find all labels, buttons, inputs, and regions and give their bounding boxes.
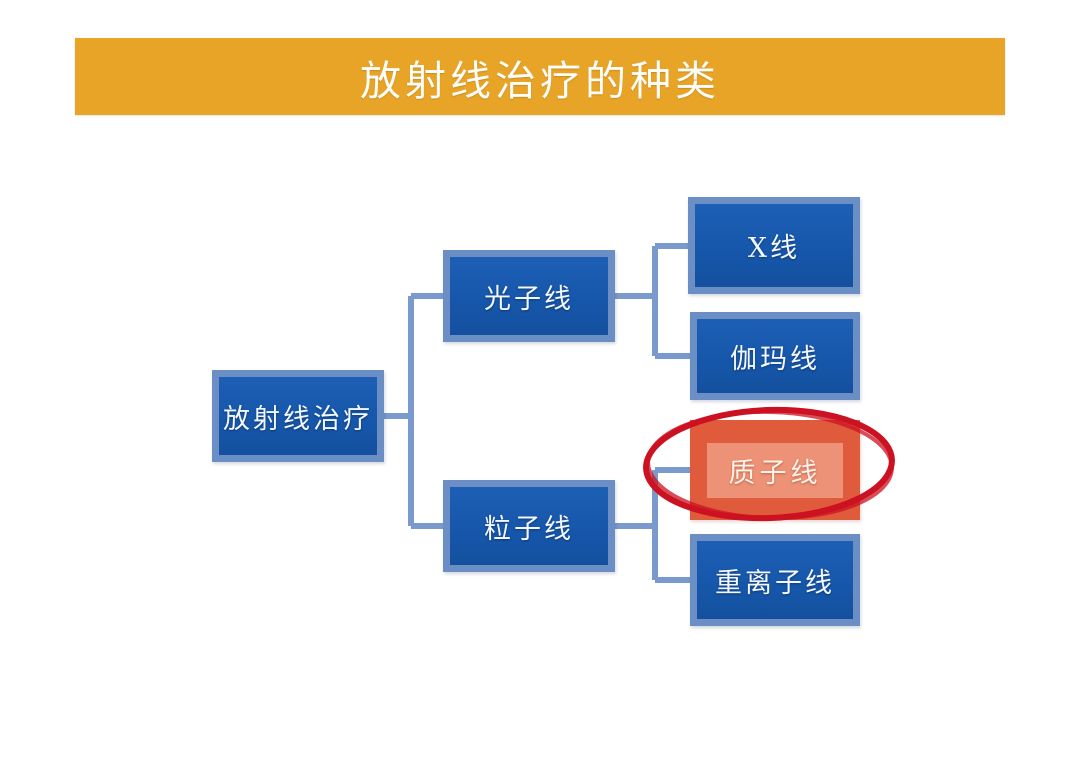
node-root-radiotherapy[interactable]: 放射线治疗 — [212, 370, 384, 462]
node-label: 光子线 — [484, 283, 574, 315]
node-proton-beam[interactable]: 质子线 — [690, 420, 860, 520]
node-gamma-ray[interactable]: 伽玛线 — [690, 312, 860, 400]
node-label: 质子线 — [728, 457, 822, 489]
node-particle-beam[interactable]: 粒子线 — [443, 480, 615, 572]
node-heavy-ion-beam[interactable]: 重离子线 — [690, 534, 860, 626]
node-inner-highlight-plate: 质子线 — [707, 442, 843, 498]
node-label: 粒子线 — [484, 513, 574, 545]
node-inner-fill: 放射线治疗 — [219, 377, 377, 455]
node-inner-fill: 伽玛线 — [697, 319, 853, 393]
node-xray[interactable]: X线 — [688, 197, 860, 294]
node-label: 放射线治疗 — [223, 403, 373, 435]
title-banner: 放射线治疗的种类 — [75, 38, 1005, 115]
node-label: 伽玛线 — [730, 343, 820, 375]
node-inner-fill: X线 — [695, 204, 853, 287]
node-inner-fill: 粒子线 — [450, 487, 608, 565]
node-inner-fill: 重离子线 — [697, 541, 853, 619]
node-photon-beam[interactable]: 光子线 — [443, 250, 615, 342]
node-label: X线 — [747, 233, 801, 264]
page-title: 放射线治疗的种类 — [360, 56, 720, 105]
node-inner-fill: 光子线 — [450, 257, 608, 335]
node-label: 重离子线 — [715, 567, 835, 599]
